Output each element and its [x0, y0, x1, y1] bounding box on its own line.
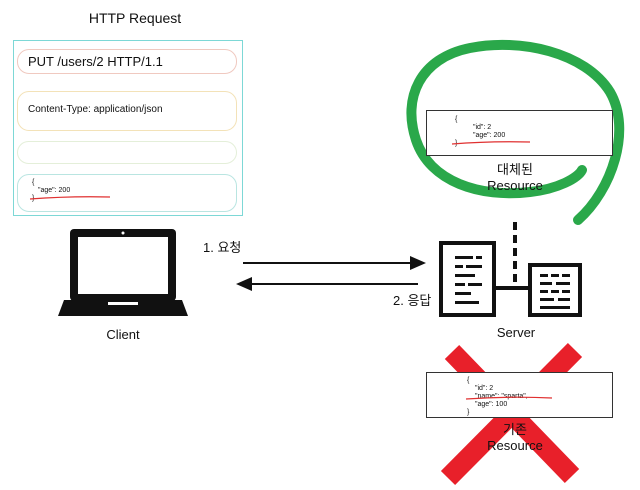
- laptop-icon: [58, 229, 188, 316]
- code-line: "name": "sparta",: [475, 393, 528, 400]
- code-line: {: [467, 377, 470, 384]
- server-link: [494, 286, 530, 290]
- http-request-panel: PUT /users/2 HTTP/1.1 Content-Type: appl…: [13, 40, 243, 216]
- request-title: HTTP Request: [88, 10, 182, 26]
- existing-resource-box: { "id": 2 "name": "sparta", "age": 100 }: [426, 372, 613, 418]
- response-step-label: 2. 응답: [393, 293, 432, 308]
- server-label: Server: [496, 325, 536, 340]
- client-label: Client: [106, 327, 140, 342]
- request-step-label: 1. 요청: [203, 240, 242, 255]
- body-open: {: [32, 179, 35, 186]
- code-line: }: [467, 409, 470, 416]
- code-line: {: [455, 116, 458, 123]
- highlight-circle: [406, 39, 625, 225]
- existing-label-line1: 기존: [503, 422, 527, 437]
- underline-old-name: [465, 396, 553, 400]
- request-line: PUT /users/2 HTTP/1.1: [17, 49, 237, 74]
- request-arrow: [243, 256, 426, 270]
- server-tower-icon: [439, 241, 496, 317]
- request-header: Content-Type: application/json: [17, 91, 237, 131]
- underline-request-age: [29, 196, 111, 200]
- server-storage-icon: [528, 263, 582, 317]
- replaced-label-line1: 대체된: [497, 162, 533, 177]
- response-arrow: [236, 277, 418, 291]
- code-line: "age": 100: [475, 401, 508, 408]
- existing-label-line2: Resource: [487, 438, 543, 453]
- replaced-label-line2: Resource: [487, 178, 543, 193]
- existing-resource-label: 기존 Resource: [470, 422, 560, 454]
- code-line: "id": 2: [473, 124, 492, 131]
- code-line: "id": 2: [475, 385, 494, 392]
- blank-line: [17, 141, 237, 164]
- replaced-resource-label: 대체된 Resource: [470, 162, 560, 194]
- body-line: "age": 200: [38, 187, 71, 194]
- underline-new-age: [451, 141, 531, 145]
- code-line: "age": 200: [473, 132, 506, 139]
